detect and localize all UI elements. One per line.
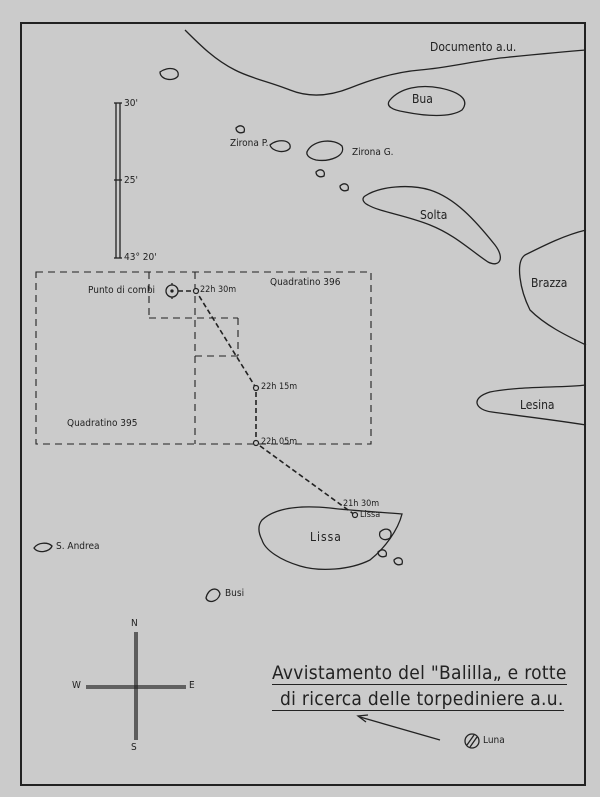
- island-brazza: [518, 229, 587, 346]
- island-lissa: [258, 506, 403, 570]
- island-bua: [387, 85, 466, 117]
- island-label: Zirona P.: [230, 138, 269, 149]
- island-lesina: [476, 384, 587, 426]
- combat-point-marker: [165, 283, 179, 299]
- island-solta: [362, 186, 501, 265]
- quadrant-grid: [35, 271, 372, 445]
- islet: [393, 557, 404, 566]
- islet: [377, 549, 388, 558]
- island-west-small: [159, 67, 179, 81]
- waypoint-label: 22h 30m: [200, 285, 237, 295]
- island-zirona-p: [269, 140, 291, 153]
- moon-icon: [464, 733, 480, 749]
- island-label: Lesina: [520, 398, 555, 412]
- islet: [378, 528, 392, 541]
- islet: [235, 125, 246, 134]
- island-busi: [205, 588, 221, 603]
- island-label: S. Andrea: [56, 541, 100, 552]
- search-route: [178, 290, 356, 516]
- island-s-andrea: [33, 542, 53, 553]
- island-label: Solta: [420, 208, 448, 222]
- route-waypoints: [192, 287, 359, 519]
- latitude-scale: [114, 102, 122, 259]
- quadrant-label: Quadratino 396: [270, 277, 341, 288]
- moon-direction-arrow: [356, 714, 441, 741]
- document-label: Documento a.u.: [430, 40, 517, 54]
- scale-tick: 30': [124, 98, 138, 109]
- scale-tick: 43° 20': [124, 252, 157, 263]
- island-label: Lissa: [310, 530, 342, 544]
- compass-east: E: [189, 680, 195, 691]
- compass-west: W: [72, 680, 81, 691]
- compass-rose: [86, 632, 186, 740]
- waypoint-label: 21h 30m: [343, 499, 380, 509]
- island-zirona-g: [306, 140, 344, 162]
- map-title-line1: Avvistamento del "Balilla„ e rotte: [272, 662, 567, 685]
- coastline-north: [184, 29, 587, 96]
- map-frame: [20, 22, 586, 786]
- map-title-line2: di ricerca delle torpediniere a.u.: [272, 688, 564, 711]
- combat-point-label: Punto di combi: [88, 285, 156, 296]
- quadrant-label: Quadratino 395: [67, 418, 138, 429]
- route-origin-label: Lissa: [360, 510, 381, 520]
- island-label: Busi: [225, 588, 245, 599]
- waypoint-label: 22h 05m: [261, 437, 298, 447]
- compass-south: S: [131, 742, 137, 753]
- island-label: Brazza: [531, 276, 568, 290]
- scale-tick: 25': [124, 175, 138, 186]
- island-label: Zirona G.: [352, 147, 394, 158]
- islet: [315, 169, 326, 178]
- waypoint-label: 22h 15m: [261, 382, 298, 392]
- compass-north: N: [131, 618, 138, 629]
- moon-label: Luna: [483, 735, 505, 746]
- islet: [339, 183, 350, 192]
- island-label: Bua: [412, 92, 433, 106]
